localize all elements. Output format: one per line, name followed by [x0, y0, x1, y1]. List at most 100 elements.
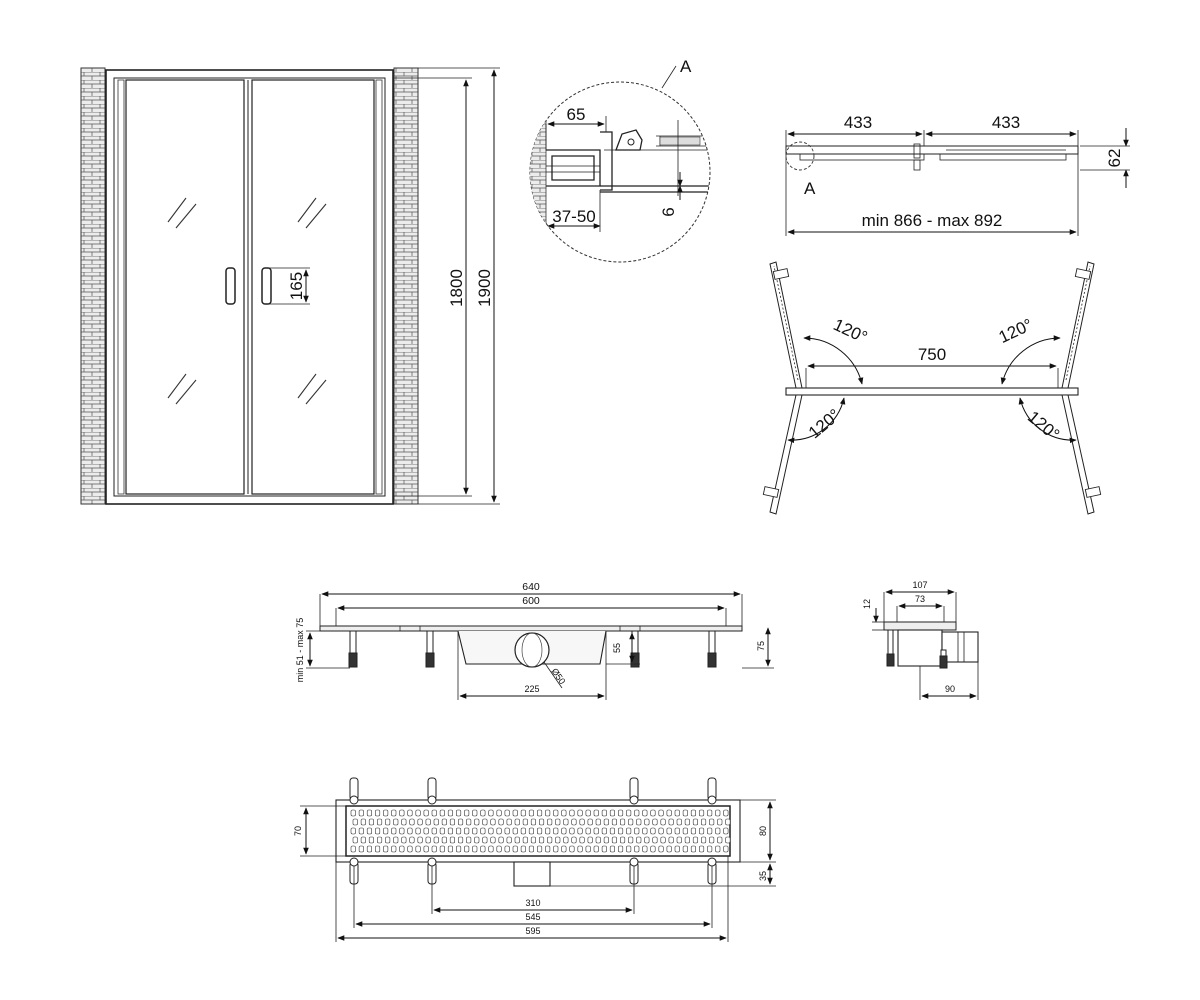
perforation-slot — [449, 818, 456, 826]
perforation-slot — [723, 845, 729, 853]
plan-outlet — [513, 861, 551, 887]
perforation-slot — [609, 845, 616, 853]
perforation-slot — [350, 845, 356, 853]
perforation-slot — [717, 836, 723, 844]
perforation-slot — [634, 827, 640, 835]
perforation-slot — [674, 827, 680, 835]
perforation-slot — [561, 827, 567, 835]
perforation-slot — [490, 836, 496, 844]
perforation-slot — [407, 827, 413, 835]
perforation-slot — [587, 818, 593, 826]
section-outlet — [941, 631, 979, 663]
perforation-slot — [579, 836, 585, 844]
perforation-slot — [555, 818, 561, 826]
perforation-slot — [423, 845, 429, 853]
perforation-slot — [658, 827, 664, 835]
perforation-slot — [506, 818, 512, 826]
perforation-slot — [472, 827, 478, 835]
left-upper-door — [769, 261, 803, 389]
top-door-left — [799, 153, 925, 161]
perforation-slot — [528, 827, 535, 835]
perforation-slot — [619, 836, 626, 844]
perforation-slot — [698, 845, 705, 853]
perforation-slot — [409, 836, 415, 844]
perforation-slot — [561, 845, 567, 853]
perforation-slot — [561, 809, 567, 817]
perforation-slot — [520, 845, 526, 853]
perforation-slot — [715, 809, 721, 817]
perforation-slot — [366, 809, 373, 817]
detail-wall — [530, 82, 547, 262]
perforation-slot — [676, 818, 682, 826]
drain-depth-55: 55 — [612, 643, 622, 653]
perforation-slot — [682, 845, 688, 853]
perforation-slot — [644, 836, 650, 844]
perforation-slot — [530, 836, 537, 844]
perforation-slot — [415, 809, 421, 817]
perforation-slot — [439, 809, 445, 817]
top-overall-range: min 866 - max 892 — [862, 211, 1003, 230]
perforation-slot — [480, 845, 486, 853]
perforation-slot — [626, 809, 632, 817]
perforation-slot — [698, 827, 705, 835]
perforation-slot — [611, 836, 618, 844]
perforation-slot — [433, 836, 439, 844]
plan-width-70: 70 — [293, 826, 303, 836]
perforation-slot — [619, 818, 626, 826]
perforation-slot — [569, 809, 575, 817]
perforation-slot — [496, 845, 502, 853]
perforation-slot — [601, 845, 607, 853]
perforation-slot — [464, 827, 470, 835]
detail-a-view: 65 37-50 6 A — [529, 57, 711, 263]
perforation-slot — [439, 827, 445, 835]
perforation-slot — [350, 827, 356, 835]
perforation-slot — [383, 845, 389, 853]
perforation-slot — [725, 818, 731, 826]
top-width-right-433: 433 — [992, 113, 1020, 132]
perforation-slot — [391, 845, 397, 853]
perforation-slot — [425, 836, 431, 844]
perforation-slot — [490, 818, 496, 826]
perforation-slot — [636, 818, 642, 826]
perforation-slot — [383, 809, 389, 817]
perforation-slot — [684, 836, 690, 844]
top-detail-marker — [785, 141, 815, 171]
perforation-slot — [644, 818, 650, 826]
perforation-slot — [642, 827, 648, 835]
perforation-slot — [690, 809, 697, 817]
perforation-slot — [423, 827, 429, 835]
perforation-slot — [668, 836, 674, 844]
drain-depth-75: 75 — [756, 641, 766, 651]
perforation-slot — [553, 827, 559, 835]
perforation-slot — [563, 836, 569, 844]
perforation-slot — [431, 845, 437, 853]
perforation-slot — [417, 836, 423, 844]
perforation-slot — [472, 845, 478, 853]
section-height-12: 12 — [862, 599, 872, 609]
perforation-slot — [553, 809, 559, 817]
drain-length-640: 640 — [522, 581, 540, 593]
perforation-slot — [660, 818, 666, 826]
perforation-slot — [577, 827, 583, 835]
drain-height-range: min 51 - max 75 — [295, 618, 305, 683]
perforation-slot — [399, 827, 405, 835]
detail-a-label: A — [680, 57, 692, 76]
right-profile — [375, 79, 383, 495]
right-door-handle — [261, 267, 272, 305]
perforation-slot — [447, 827, 454, 835]
perforation-slot — [707, 809, 713, 817]
perforation-slot — [715, 827, 721, 835]
section-grate — [883, 621, 957, 631]
perforation-slot — [374, 827, 381, 835]
perforation-slot — [709, 818, 715, 826]
top-door-right — [939, 153, 1067, 161]
perforation-slot — [441, 818, 447, 826]
perforation-slot — [498, 818, 504, 826]
perforation-slot — [698, 809, 705, 817]
perforation-slot — [423, 809, 429, 817]
top-profile-bar — [785, 145, 1079, 155]
perforation-slot — [520, 827, 526, 835]
perforation-slot — [433, 818, 439, 826]
perforation-slot — [385, 818, 391, 826]
perforation-slot — [650, 845, 656, 853]
